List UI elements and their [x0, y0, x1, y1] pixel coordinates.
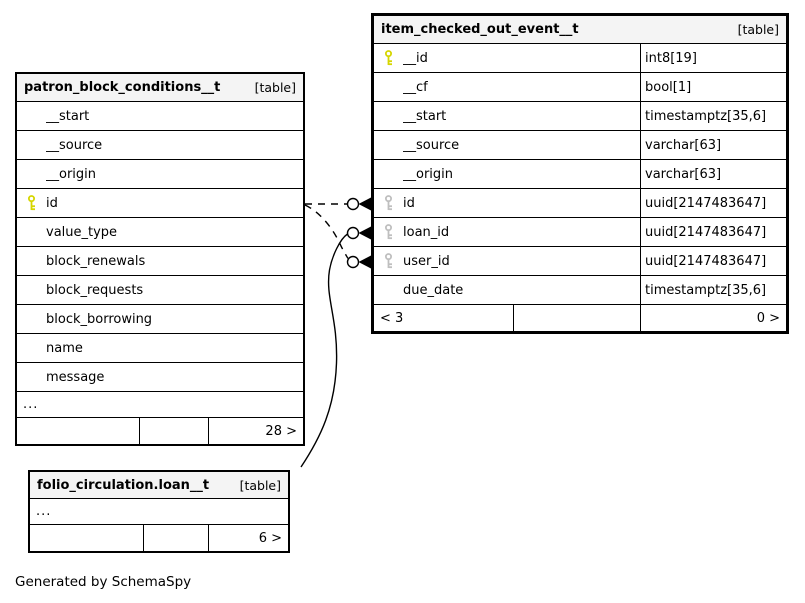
- column-name: __start: [46, 108, 90, 124]
- table-row: __start: [17, 102, 303, 131]
- column-name: value_type: [46, 224, 118, 240]
- edge-endpoint-arrow: [358, 255, 371, 269]
- edge-endpoint-arrow: [358, 226, 371, 240]
- column-name: block_renewals: [46, 253, 146, 269]
- column-type: varchar[63]: [640, 160, 786, 188]
- table-title: item_checked_out_event__t: [381, 22, 579, 37]
- table-row: message: [17, 363, 303, 392]
- table-row: due_date timestamptz[35,6]: [374, 276, 786, 305]
- table-row: block_renewals: [17, 247, 303, 276]
- column-name: __id: [403, 50, 428, 66]
- footer-cell: [139, 418, 208, 444]
- column-name: due_date: [403, 282, 464, 298]
- table-row: value_type: [17, 218, 303, 247]
- column-name: __cf: [403, 79, 428, 95]
- footer-cell: [17, 418, 139, 444]
- column-type: int8[19]: [640, 44, 786, 72]
- edge-id-to-user-id: [304, 204, 349, 259]
- column-type: uuid[2147483647]: [640, 247, 786, 275]
- table-title: folio_circulation.loan__t: [37, 477, 210, 493]
- column-type: bool[1]: [640, 73, 786, 101]
- column-name: id: [403, 195, 415, 211]
- edge-endpoint-circle: [346, 226, 360, 240]
- foreign-key-icon: [374, 253, 403, 269]
- table-row: loan_id uuid[2147483647]: [374, 218, 786, 247]
- column-name: name: [46, 340, 83, 356]
- table-footer: 6 >: [30, 525, 288, 551]
- footer-related-count[interactable]: 28 >: [208, 418, 303, 444]
- table-row: id uuid[2147483647]: [374, 189, 786, 218]
- footer-cell: [143, 525, 208, 551]
- table-row: block_borrowing: [17, 305, 303, 334]
- column-type: varchar[63]: [640, 131, 786, 159]
- table-row: __cf bool[1]: [374, 73, 786, 102]
- footer-cell: [30, 525, 143, 551]
- column-name: loan_id: [403, 224, 450, 240]
- footer-cell: [513, 305, 640, 331]
- table-tag: [table]: [239, 477, 281, 493]
- table-row: __origin varchar[63]: [374, 160, 786, 189]
- ellipsis-row: ...: [17, 392, 303, 418]
- column-type: timestamptz[35,6]: [640, 102, 786, 130]
- table-row: __start timestamptz[35,6]: [374, 102, 786, 131]
- footer-related-count[interactable]: 6 >: [208, 525, 288, 551]
- table-row: user_id uuid[2147483647]: [374, 247, 786, 276]
- table-patron-block-conditions[interactable]: patron_block_conditions__t [table] __sta…: [15, 72, 305, 446]
- edge-endpoint-arrow: [358, 197, 371, 211]
- column-name: __source: [46, 137, 103, 153]
- table-header[interactable]: patron_block_conditions__t [table]: [17, 74, 303, 102]
- table-title: patron_block_conditions__t: [24, 80, 221, 95]
- column-name: block_requests: [46, 282, 144, 298]
- column-name: __source: [403, 137, 460, 153]
- table-row: __source: [17, 131, 303, 160]
- table-row: __source varchar[63]: [374, 131, 786, 160]
- table-footer: 28 >: [17, 418, 303, 444]
- table-row: __id int8[19]: [374, 44, 786, 73]
- foreign-key-icon: [374, 195, 403, 211]
- table-row: name: [17, 334, 303, 363]
- table-footer: < 3 0 >: [374, 305, 786, 331]
- table-header[interactable]: item_checked_out_event__t [table]: [374, 16, 786, 44]
- table-item-checked-out-event[interactable]: item_checked_out_event__t [table] __id i…: [371, 13, 789, 334]
- table-row: block_requests: [17, 276, 303, 305]
- foreign-key-icon: [374, 224, 403, 240]
- column-name: id: [46, 195, 58, 211]
- column-name: block_borrowing: [46, 311, 153, 327]
- column-type: uuid[2147483647]: [640, 218, 786, 246]
- generated-by-note: Generated by SchemaSpy: [15, 574, 192, 590]
- table-row: __origin: [17, 160, 303, 189]
- edge-loan-to-loan-id: [300, 233, 348, 468]
- column-name: message: [46, 369, 105, 385]
- table-folio-circulation-loan[interactable]: folio_circulation.loan__t [table] ... 6 …: [28, 470, 290, 553]
- footer-next-count[interactable]: 0 >: [640, 305, 786, 331]
- column-name: __origin: [403, 166, 454, 182]
- table-tag: [table]: [737, 22, 779, 37]
- column-name: user_id: [403, 253, 450, 269]
- ellipsis-row: ...: [30, 499, 288, 525]
- column-type: uuid[2147483647]: [640, 189, 786, 217]
- footer-prev-count[interactable]: < 3: [380, 310, 404, 326]
- table-header[interactable]: folio_circulation.loan__t [table]: [30, 472, 288, 499]
- primary-key-icon: [17, 195, 46, 211]
- table-row: id: [17, 189, 303, 218]
- table-tag: [table]: [254, 80, 296, 95]
- edge-endpoint-circle: [346, 255, 360, 269]
- column-name: __start: [403, 108, 447, 124]
- edge-endpoint-circle: [346, 197, 360, 211]
- column-type: timestamptz[35,6]: [640, 276, 786, 304]
- column-name: __origin: [46, 166, 97, 182]
- primary-key-icon: [374, 50, 403, 66]
